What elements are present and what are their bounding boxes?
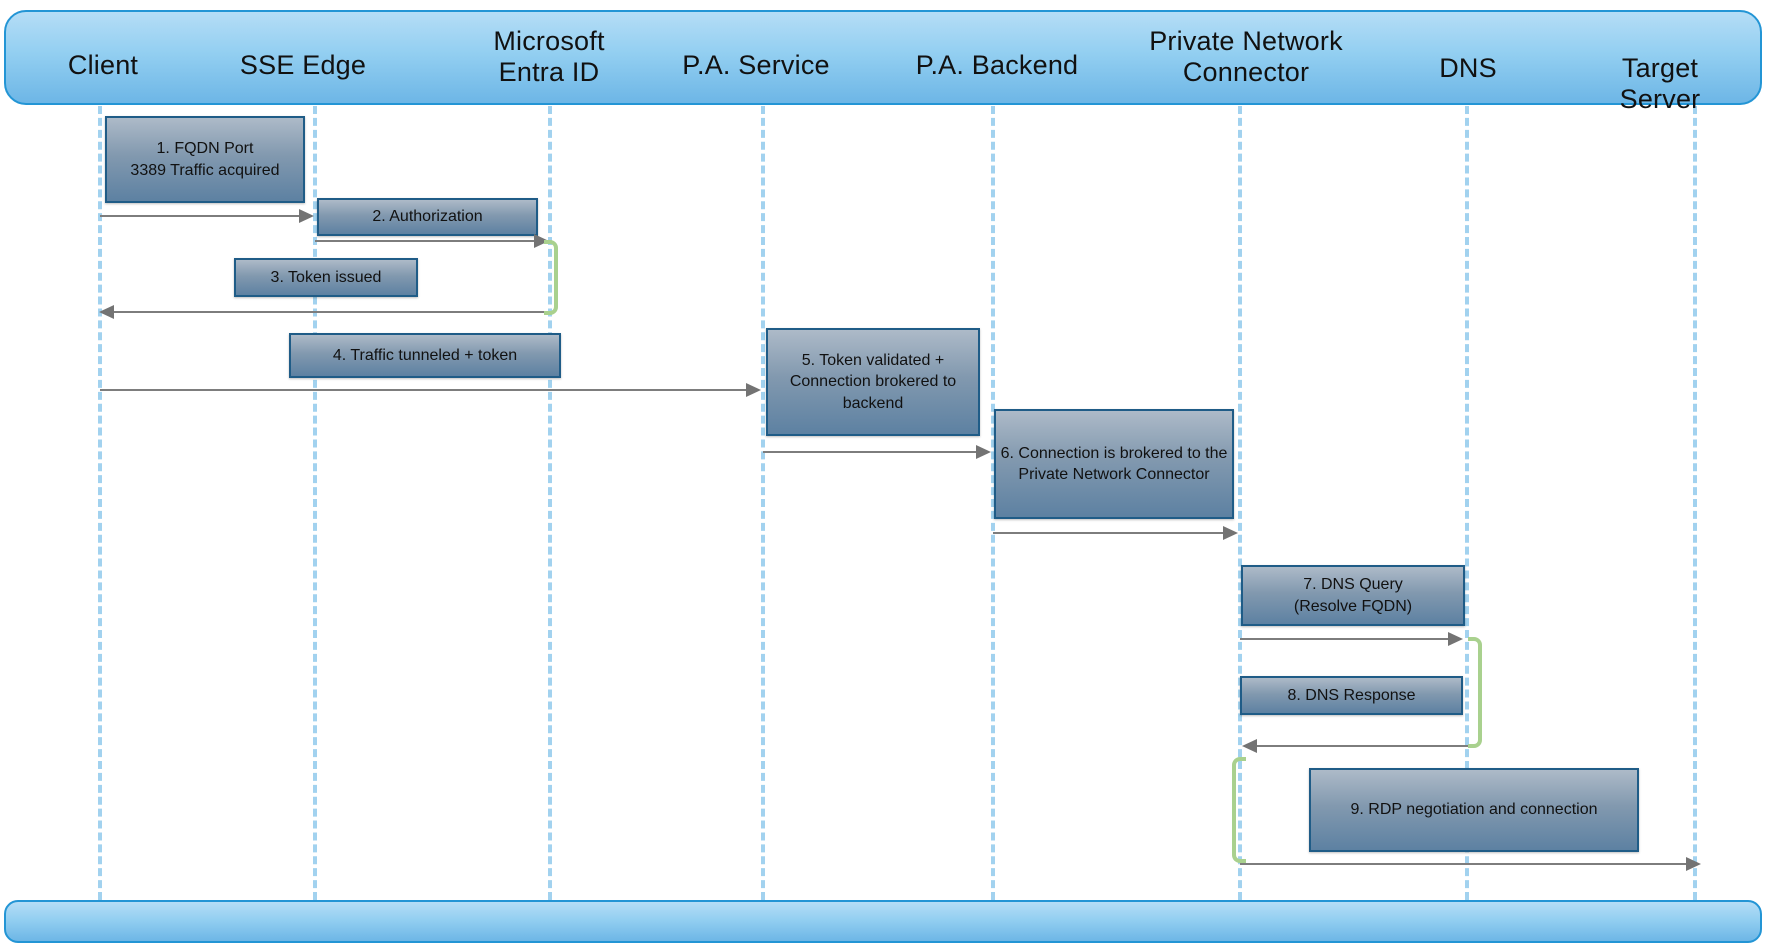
arrow-4-client-to-service-arrowhead-icon bbox=[746, 383, 761, 397]
arrow-3-entra-to-client-shaft bbox=[112, 310, 551, 314]
arrow-1-client-to-sse-arrowhead-icon bbox=[299, 209, 314, 223]
message-box-3: 3. Token issued bbox=[234, 258, 418, 297]
footer-bar bbox=[4, 900, 1762, 943]
message-box-5: 5. Token validated + Connection brokered… bbox=[766, 328, 980, 436]
lifeline-microsoft-entra-id bbox=[548, 106, 552, 900]
lifeline-dns bbox=[1465, 106, 1469, 900]
lifeline-p-a-backend bbox=[991, 106, 995, 900]
participants-header-bar bbox=[4, 10, 1762, 105]
message-box-9: 9. RDP negotiation and connection bbox=[1309, 768, 1639, 852]
activation-pnc bbox=[1232, 757, 1246, 863]
activation-dns bbox=[1468, 637, 1482, 748]
message-box-7-label: 7. DNS Query (Resolve FQDN) bbox=[1293, 576, 1413, 615]
arrow-3-entra-to-client-arrowhead-icon bbox=[99, 305, 114, 319]
lifeline-client bbox=[98, 106, 102, 900]
arrow-1-client-to-sse-shaft bbox=[100, 214, 301, 218]
activation-entra bbox=[544, 240, 558, 315]
arrow-8-dns-to-pnc-arrowhead-icon bbox=[1242, 739, 1257, 753]
participant-p-a-backend: P.A. Backend bbox=[915, 50, 1079, 80]
message-box-5-label: 5. Token validated + Connection brokered… bbox=[789, 352, 957, 412]
message-box-2: 2. Authorization bbox=[317, 198, 538, 236]
message-box-6: 6. Connection is brokered to the Private… bbox=[994, 409, 1234, 519]
message-box-7: 7. DNS Query (Resolve FQDN) bbox=[1241, 565, 1465, 626]
participant-target-server: Target Server bbox=[1619, 53, 1701, 115]
message-box-9-label: 9. RDP negotiation and connection bbox=[1350, 801, 1598, 819]
message-box-4: 4. Traffic tunneled + token bbox=[289, 333, 561, 378]
arrow-4-client-to-service-shaft bbox=[100, 388, 748, 392]
participant-sse-edge: SSE Edge bbox=[239, 50, 367, 80]
arrow-2-sse-to-entra-shaft bbox=[315, 239, 536, 243]
arrow-6-backend-to-pnc-shaft bbox=[993, 531, 1225, 535]
lifeline-p-a-service bbox=[761, 106, 765, 900]
participant-dns: DNS bbox=[1439, 53, 1497, 83]
participant-p-a-service: P.A. Service bbox=[682, 50, 830, 80]
participant-microsoft-entra-id: Microsoft Entra ID bbox=[493, 26, 605, 88]
participant-private-network-connector: Private Network Connector bbox=[1149, 26, 1343, 88]
arrow-6-backend-to-pnc-arrowhead-icon bbox=[1223, 526, 1238, 540]
lifeline-target-server bbox=[1693, 106, 1697, 900]
arrow-9-pnc-to-target-arrowhead-icon bbox=[1686, 857, 1701, 871]
arrow-7-pnc-to-dns-shaft bbox=[1240, 637, 1450, 641]
lifeline-sse-edge bbox=[313, 106, 317, 900]
message-box-2-label: 2. Authorization bbox=[372, 208, 483, 226]
arrow-7-pnc-to-dns-arrowhead-icon bbox=[1448, 632, 1463, 646]
message-box-6-label: 6. Connection is brokered to the Private… bbox=[1000, 444, 1228, 483]
message-box-1-label: 1. FQDN Port 3389 Traffic acquired bbox=[130, 140, 280, 179]
message-box-3-label: 3. Token issued bbox=[270, 268, 382, 286]
arrow-5-service-to-backend-shaft bbox=[763, 450, 978, 454]
message-box-8-label: 8. DNS Response bbox=[1287, 686, 1416, 704]
participant-client: Client bbox=[67, 50, 139, 80]
lifeline-private-network-connector bbox=[1238, 106, 1242, 900]
arrow-5-service-to-backend-arrowhead-icon bbox=[976, 445, 991, 459]
message-box-8: 8. DNS Response bbox=[1240, 676, 1463, 715]
message-box-4-label: 4. Traffic tunneled + token bbox=[332, 346, 518, 364]
message-box-1: 1. FQDN Port 3389 Traffic acquired bbox=[105, 116, 305, 203]
arrow-8-dns-to-pnc-shaft bbox=[1255, 744, 1477, 748]
arrow-9-pnc-to-target-shaft bbox=[1240, 862, 1688, 866]
